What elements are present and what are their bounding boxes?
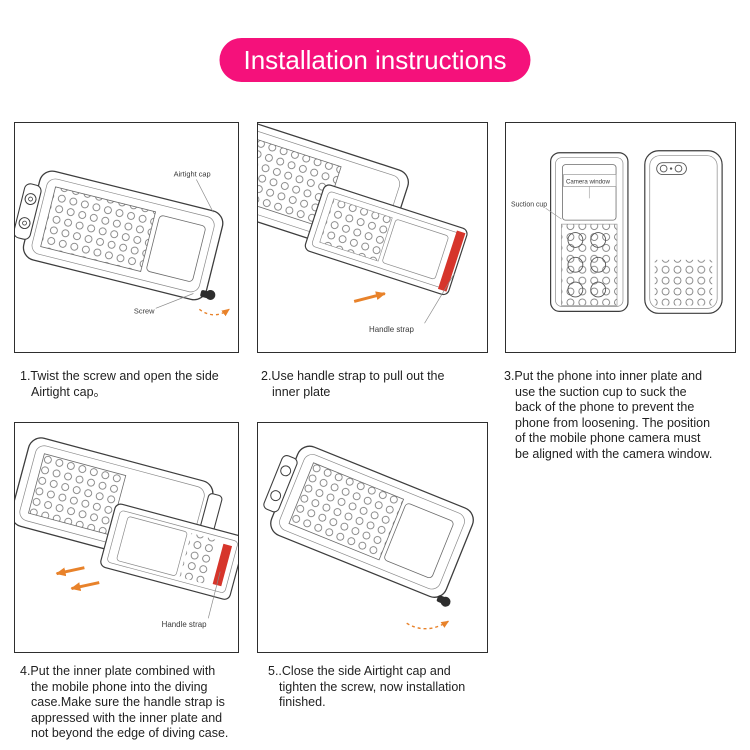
suction-cups xyxy=(567,232,607,298)
twist-direction-arrow xyxy=(198,308,230,317)
pull-direction-arrow xyxy=(353,291,386,303)
step2-caption: 2.Use handle strap to pull out the inner… xyxy=(261,369,445,399)
step1-illustration: Airtight cap Screw xyxy=(14,122,239,353)
handle-strap-leader xyxy=(424,273,455,324)
step4-caption: 4.Put the inner plate combined with the … xyxy=(20,664,229,741)
step5-caption: 5..Close the side Airtight cap and tight… xyxy=(268,664,466,710)
step5-drawing xyxy=(263,445,474,630)
step3-illustration: Camera window Suction cup xyxy=(505,122,736,353)
step4-drawing: Handle strap xyxy=(15,437,238,629)
page-title: Installation instructions xyxy=(219,38,531,82)
handle-strap-red xyxy=(437,230,466,292)
side-clamp xyxy=(15,183,42,240)
screw-label: Screw xyxy=(134,306,155,315)
step3-drawing: Camera window Suction cup xyxy=(511,150,723,314)
step5-illustration xyxy=(257,422,488,653)
handle-strap-label: Handle strap xyxy=(162,620,207,629)
inner-plate: Camera window xyxy=(550,152,629,312)
phone-camera xyxy=(656,162,687,175)
airtight-cap-leader xyxy=(196,179,214,213)
suction-cup-label: Suction cup xyxy=(511,201,547,208)
step3-caption: 3.Put the phone into inner plate and use… xyxy=(504,369,713,461)
screw-knob xyxy=(200,290,216,300)
inner-plate xyxy=(304,184,468,296)
diving-case xyxy=(15,170,224,301)
inner-plate xyxy=(100,503,238,600)
side-clamp xyxy=(263,455,298,513)
handle-strap-leader xyxy=(207,571,221,619)
handle-strap-red xyxy=(212,543,233,587)
step1-drawing: Airtight cap Screw xyxy=(15,170,230,317)
diving-case-closed xyxy=(263,445,474,607)
screw-leader xyxy=(155,293,194,309)
phone-back-texture xyxy=(654,259,713,306)
step4-illustration: Handle strap xyxy=(14,422,239,653)
insert-direction-arrow-2 xyxy=(70,581,100,592)
camera-window-label: Camera window xyxy=(566,178,610,185)
insert-direction-arrow-1 xyxy=(55,566,85,577)
camera-window-label-box xyxy=(563,174,617,187)
screw-knob xyxy=(436,595,451,607)
phone xyxy=(644,150,723,314)
step2-drawing: Handle strap xyxy=(258,123,468,334)
handle-strap-label: Handle strap xyxy=(369,325,415,334)
step2-illustration: Handle strap xyxy=(257,122,488,353)
airtight-cap-label: Airtight cap xyxy=(174,170,211,179)
tighten-direction-arrow xyxy=(406,620,450,630)
suction-cup-leader xyxy=(545,208,562,220)
step1-caption: 1.Twist the screw and open the side Airt… xyxy=(20,369,219,399)
